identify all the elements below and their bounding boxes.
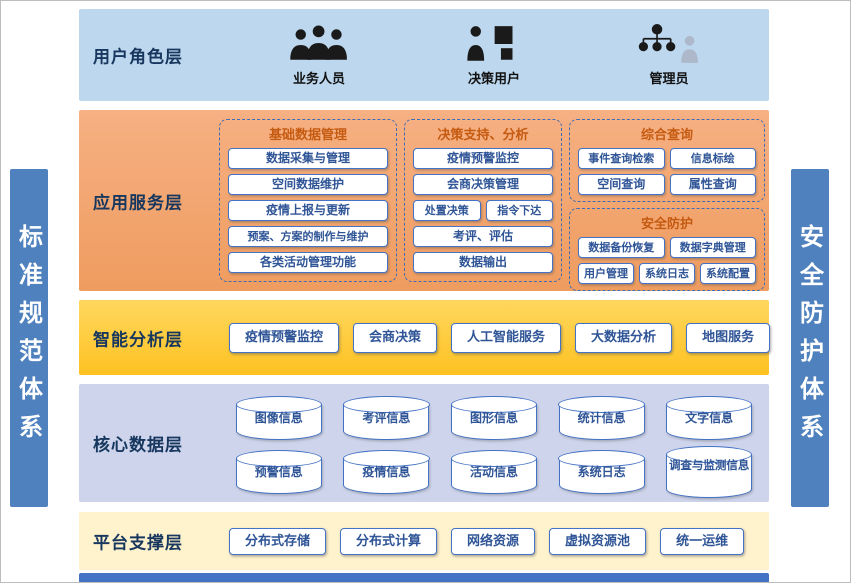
db-cylinder: 系统日志 — [558, 450, 645, 494]
db-label: 预警信息 — [254, 465, 303, 479]
role-label: 管理员 — [649, 72, 689, 87]
analysis-chip: 会商决策 — [353, 322, 438, 353]
role-admin: 管理员 — [599, 23, 739, 87]
platform-chip: 网络资源 — [451, 527, 536, 555]
db-label: 统计信息 — [577, 411, 626, 425]
service-chip: 会商决策管理 — [413, 174, 553, 195]
role-label: 决策用户 — [467, 72, 520, 87]
db-cylinder: 疫情信息 — [343, 450, 430, 494]
service-groups: 基础数据管理 数据采集与管理 空间数据维护 疫情上报与更新 预案、方案的制作与维… — [219, 119, 765, 291]
db-cylinder: 图像信息 — [235, 396, 323, 440]
db-label: 文字信息 — [685, 411, 734, 425]
platform-chip: 分布式存储 — [229, 527, 327, 555]
db-cylinder: 文字信息 — [665, 396, 753, 440]
security-system-label: 安全防护体系 — [795, 224, 824, 452]
group-title: 基础数据管理 — [268, 128, 347, 143]
db-cylinder: 调查与监测信息 — [665, 446, 753, 498]
db-cylinder: 活动信息 — [450, 450, 538, 494]
db-label: 图像信息 — [254, 411, 303, 425]
platform-chip: 分布式计算 — [340, 527, 438, 555]
standards-system-bar: 标准规范体系 — [10, 169, 48, 507]
db-cylinder: 图形信息 — [450, 396, 538, 440]
core-data-layer-title: 核心数据层 — [93, 435, 183, 456]
group-title: 安全防护 — [640, 217, 693, 232]
analysis-chip: 人工智能服务 — [451, 322, 562, 353]
service-chip: 指令下达 — [485, 200, 553, 221]
analysis-chip: 地图服务 — [686, 322, 771, 353]
service-chip: 处置决策 — [413, 200, 481, 221]
db-cylinder: 统计信息 — [558, 396, 645, 440]
analysis-items: 疫情预警监控 会商决策 人工智能服务 大数据分析 地图服务 — [229, 300, 771, 375]
role-label: 业务人员 — [292, 72, 345, 87]
db-label: 活动信息 — [469, 465, 518, 479]
user-role-layer-title: 用户角色层 — [93, 47, 183, 68]
group-title: 综合查询 — [640, 128, 693, 143]
service-chip: 系统配置 — [700, 263, 756, 284]
admin-icon — [639, 24, 699, 63]
decision-users-icon — [467, 26, 513, 61]
role-decision-users: 决策用户 — [424, 23, 564, 87]
service-chip: 事件查询检索 — [578, 148, 665, 169]
platform-items: 分布式存储 分布式计算 网络资源 虚拟资源池 统一运维 — [229, 512, 761, 570]
service-chip: 疫情预警监控 — [413, 148, 553, 169]
group-basic-data-management: 基础数据管理 数据采集与管理 空间数据维护 疫情上报与更新 预案、方案的制作与维… — [219, 119, 397, 282]
database-grid: 图像信息 考评信息 图形信息 统计信息 文字信息 预警信息 疫情信息 活动信息 … — [225, 394, 763, 498]
role-business-users: 业务人员 — [249, 23, 389, 87]
app-service-layer-title: 应用服务层 — [93, 193, 183, 213]
platform-layer-title: 平台支撑层 — [93, 533, 183, 554]
group-title: 决策支持、分析 — [437, 128, 529, 143]
core-data-layer-band: 核心数据层 图像信息 考评信息 图形信息 统计信息 文字信息 预警信息 疫情信息… — [79, 384, 769, 502]
analysis-layer-band: 智能分析层 疫情预警监控 会商决策 人工智能服务 大数据分析 地图服务 — [79, 300, 771, 375]
business-users-icon — [290, 25, 348, 60]
service-chip: 疫情上报与更新 — [228, 200, 388, 221]
analysis-chip: 疫情预警监控 — [229, 322, 340, 353]
service-chip: 数据采集与管理 — [228, 148, 388, 169]
analysis-layer-title: 智能分析层 — [93, 330, 183, 350]
security-system-bar: 安全防护体系 — [791, 169, 829, 507]
user-role-layer-band: 用户角色层 业务人员 — [79, 9, 769, 101]
service-chip: 空间查询 — [578, 174, 665, 195]
group-column-right: 综合查询 事件查询检索 信息标绘 空间查询 属性查询 安全防护 数据备份恢复 数… — [569, 119, 765, 291]
platform-chip: 虚拟资源池 — [549, 527, 647, 555]
db-label: 疫情信息 — [362, 465, 411, 479]
service-chip: 系统日志 — [639, 263, 695, 284]
service-chip: 数据输出 — [413, 252, 553, 273]
group-comprehensive-query: 综合查询 事件查询检索 信息标绘 空间查询 属性查询 — [569, 119, 765, 202]
service-chip: 考评、评估 — [413, 226, 553, 247]
service-chip: 预案、方案的制作与维护 — [228, 226, 388, 247]
standards-system-label: 标准规范体系 — [14, 224, 43, 452]
group-security-protection: 安全防护 数据备份恢复 数据字典管理 用户管理 系统日志 系统配置 — [569, 208, 765, 291]
group-decision-support: 决策支持、分析 疫情预警监控 会商决策管理 处置决策 指令下达 考评、评估 数据… — [404, 119, 562, 282]
service-chip: 用户管理 — [578, 263, 634, 284]
analysis-chip: 大数据分析 — [575, 322, 673, 353]
db-label: 系统日志 — [577, 465, 626, 479]
bottom-accent-bar — [79, 573, 769, 582]
service-chip: 各类活动管理功能 — [228, 252, 388, 273]
service-chip: 数据字典管理 — [669, 237, 756, 258]
db-label: 图形信息 — [469, 411, 518, 425]
db-label: 考评信息 — [362, 411, 411, 425]
db-cylinder: 预警信息 — [235, 450, 323, 494]
service-chip: 属性查询 — [669, 174, 756, 195]
db-cylinder: 考评信息 — [343, 396, 430, 440]
app-service-layer-band: 应用服务层 基础数据管理 数据采集与管理 空间数据维护 疫情上报与更新 预案、方… — [79, 110, 769, 291]
platform-layer-band: 平台支撑层 分布式存储 分布式计算 网络资源 虚拟资源池 统一运维 — [79, 512, 769, 570]
service-chip: 数据备份恢复 — [578, 237, 665, 258]
roles-row: 业务人员 决策用户 — [249, 9, 739, 101]
service-chip: 信息标绘 — [669, 148, 756, 169]
service-chip: 空间数据维护 — [228, 174, 388, 195]
db-label: 调查与监测信息 — [668, 458, 750, 472]
platform-chip: 统一运维 — [660, 527, 745, 555]
